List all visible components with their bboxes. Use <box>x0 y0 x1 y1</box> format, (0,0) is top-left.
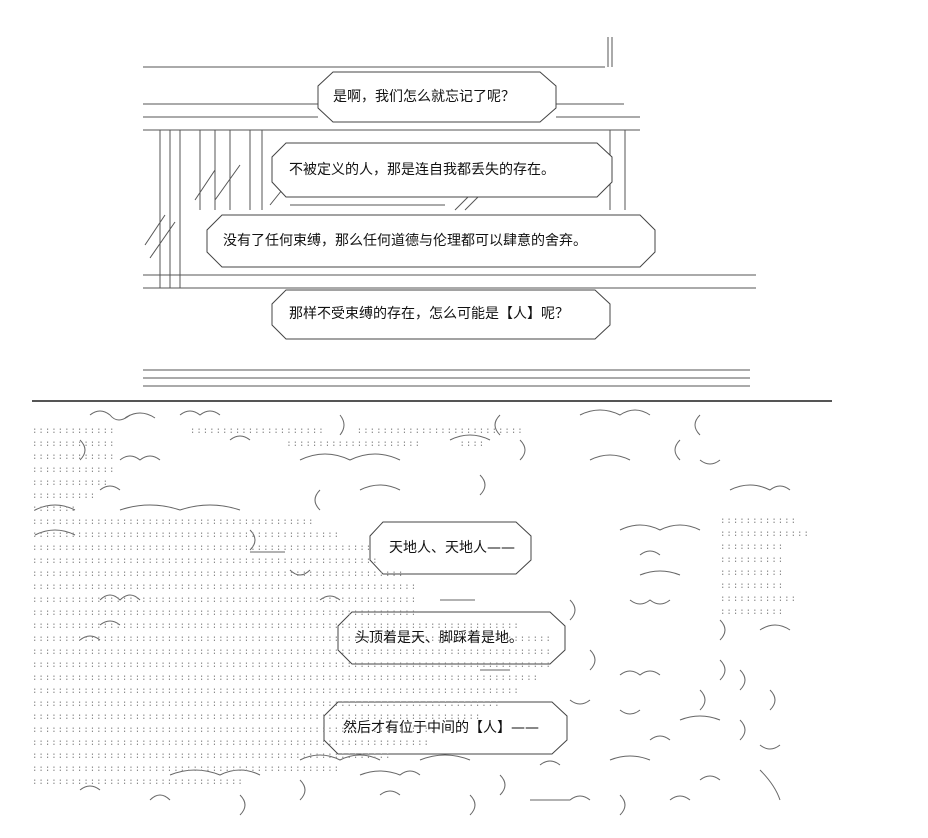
speech-bubble-2: 不被定义的人，那是连自我都丢失的存在。 <box>289 162 555 178</box>
cloud-dot-texture-right: :::::::::::: :::::::::::::: :::::::::: :… <box>720 516 810 617</box>
cloud-dot-texture-left: ::::::::::::: ::::::::::::: ::::::::::::… <box>32 426 552 787</box>
speech-bubble-1: 是啊，我们怎么就忘记了呢？ <box>333 89 515 105</box>
speech-bubble-5: 天地人、天地人—— <box>389 540 515 556</box>
speech-bubble-4: 那样不受束缚的存在，怎么可能是【人】呢？ <box>289 306 569 322</box>
speech-bubble-3: 没有了任何束缚，那么任何道德与伦理都可以肆意的舍弃。 <box>223 233 587 249</box>
cloud-dot-texture-top: ::::::::::::::::::::: ::::::::::::::::::… <box>189 426 524 449</box>
speech-bubble-6: 头顶着是天、脚踩着是地。 <box>355 630 523 646</box>
speech-bubble-7: 然后才有位于中间的【人】—— <box>343 720 539 736</box>
